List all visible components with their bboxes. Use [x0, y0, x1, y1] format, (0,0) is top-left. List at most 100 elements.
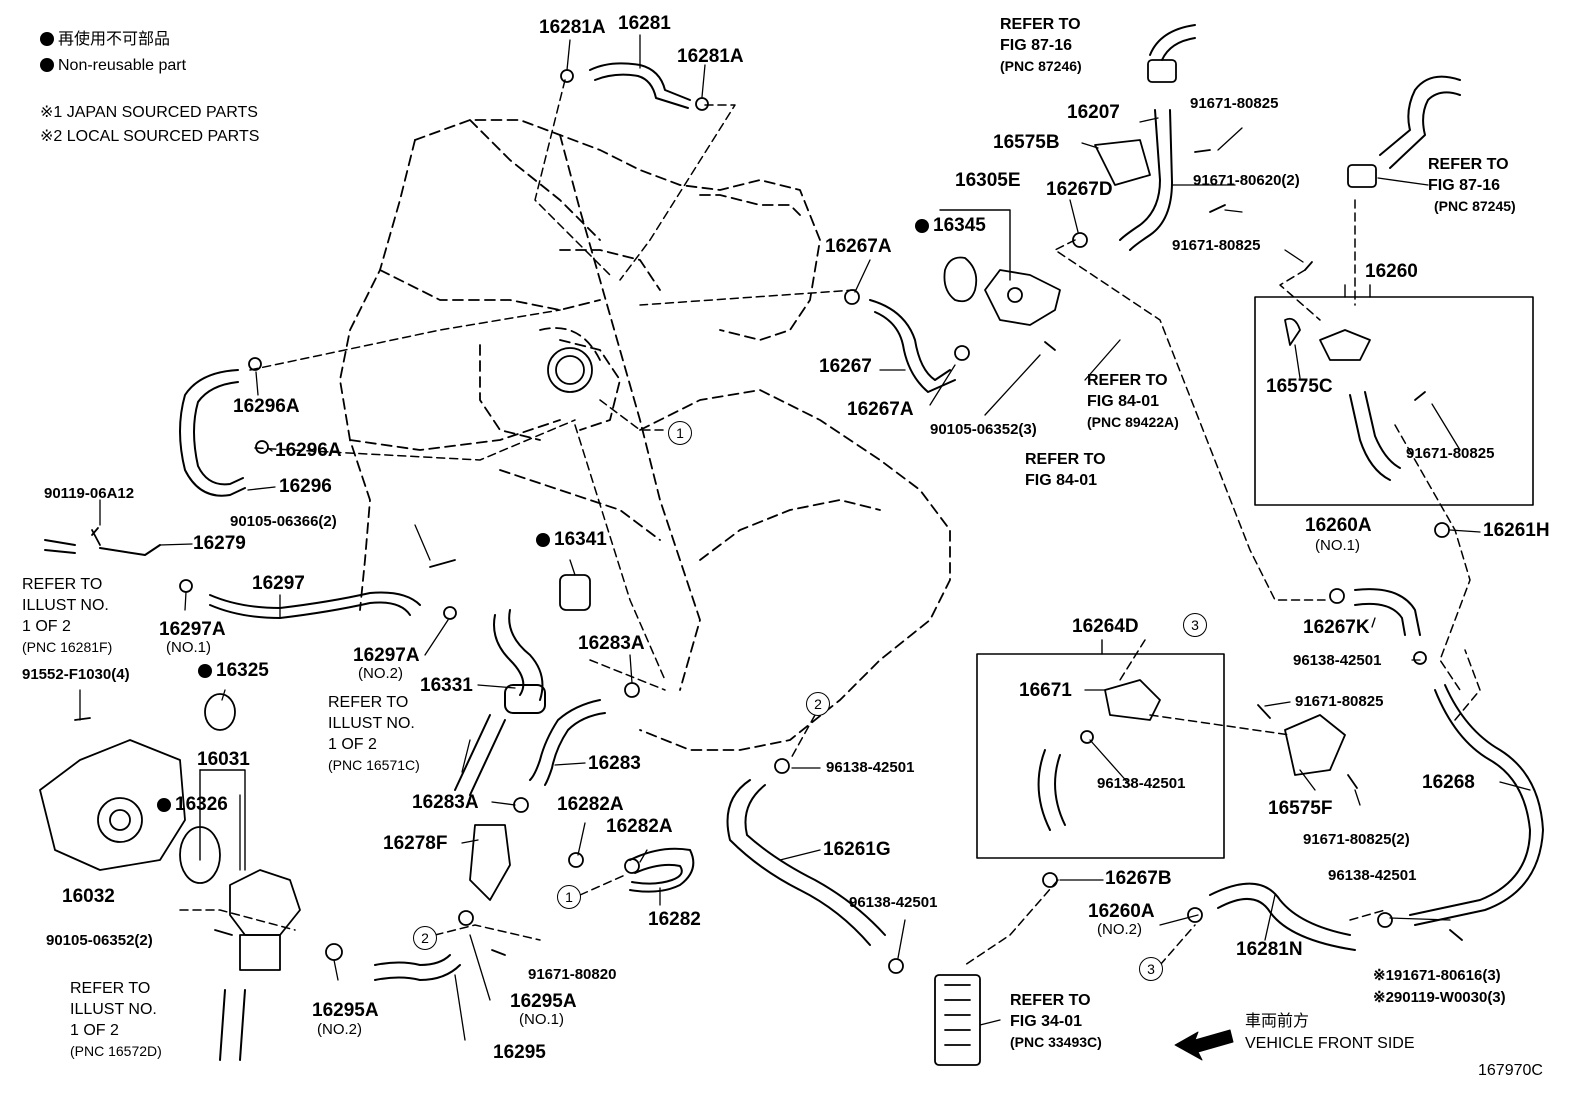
part-label: 16575B — [993, 132, 1060, 153]
brackets — [199, 209, 1371, 871]
part-label: ※290119-W0030(3) — [1373, 989, 1506, 1006]
part-label: 16283 — [588, 753, 641, 774]
part-label: (NO.1) — [1315, 537, 1360, 554]
group-box-16260 — [1254, 296, 1534, 506]
part-label: 16283A — [578, 633, 645, 654]
vehicle-front-jp: 車両前方 — [1245, 1013, 1310, 1030]
part-label: ※191671-80616(3) — [1373, 967, 1501, 984]
part-label: 90119-06A12 — [44, 485, 135, 502]
part-label: 96138-42501 — [1097, 775, 1186, 792]
part-label: 16261H — [1483, 520, 1550, 541]
non-reusable-dot-icon — [157, 798, 171, 812]
figure-id: 167970C — [1478, 1062, 1543, 1079]
marker-2: 2 — [806, 692, 830, 716]
part-label: 16281N — [1236, 939, 1303, 960]
marker-3: 3 — [1139, 957, 1163, 981]
part-label: 16296A — [275, 440, 342, 461]
part-label: 91671-80825 — [1406, 445, 1495, 462]
hoses — [44, 24, 1544, 1061]
part-label: 16267A — [847, 399, 914, 420]
part-label: 91671-80825(2) — [1303, 831, 1410, 848]
part-label: 90105-06366(2) — [230, 513, 337, 530]
legend-note-1: ※1 JAPAN SOURCED PARTS — [40, 104, 258, 121]
part-label: 16267B — [1105, 868, 1172, 889]
part-label: 16260A — [1305, 515, 1372, 536]
non-reusable-dot-icon — [915, 219, 929, 233]
part-label: 16295A — [312, 1000, 379, 1021]
part-label: 16297A — [353, 645, 420, 666]
engine-outline — [339, 119, 951, 751]
part-label: 16297 — [252, 573, 305, 594]
part-label: 16283A — [412, 792, 479, 813]
part-label: 91671-80620(2) — [1193, 172, 1300, 189]
part-label: (NO.2) — [317, 1021, 362, 1038]
part-label: 16278F — [383, 833, 448, 854]
part-label: 16281A — [539, 17, 606, 38]
marker-1: 1 — [557, 885, 581, 909]
non-reusable-dot-icon — [40, 58, 54, 72]
legend-non-reusable-jp: 再使用不可部品 — [40, 31, 170, 49]
part-label: 16575F — [1268, 798, 1333, 819]
non-reusable-dot-icon — [536, 533, 550, 547]
part-label: 91671-80825 — [1190, 95, 1279, 112]
part-label: 16281A — [677, 46, 744, 67]
non-reusable-part-label: 16326 — [157, 795, 228, 815]
marker-3: 3 — [1183, 613, 1207, 637]
part-label: 16331 — [420, 675, 473, 696]
part-label: (NO.2) — [358, 665, 403, 682]
part-label: 16575C — [1266, 376, 1333, 397]
part-label: 96138-42501 — [1293, 652, 1382, 669]
part-label: 16305E — [955, 170, 1021, 191]
part-label: 16260 — [1365, 261, 1418, 282]
legend-note-2: ※2 LOCAL SOURCED PARTS — [40, 128, 260, 145]
vehicle-front-en: VEHICLE FRONT SIDE — [1245, 1035, 1415, 1052]
part-label: (NO.1) — [519, 1011, 564, 1028]
part-label: 16207 — [1067, 102, 1120, 123]
part-label: 96138-42501 — [849, 894, 938, 911]
part-label: 16295 — [493, 1042, 546, 1063]
part-label: 16264D — [1072, 616, 1139, 637]
part-label: (NO.2) — [1097, 921, 1142, 938]
part-label: 90105-06352(2) — [46, 932, 153, 949]
part-label: 16267K — [1303, 617, 1370, 638]
part-label: 91671-80825 — [1172, 237, 1261, 254]
part-label: 16296A — [233, 396, 300, 417]
group-box-16264D — [976, 653, 1225, 859]
part-label: 16267 — [819, 356, 872, 377]
non-reusable-part-label: 16341 — [536, 530, 607, 550]
non-reusable-part-label: 16345 — [915, 216, 986, 236]
non-reusable-dot-icon — [40, 32, 54, 46]
non-reusable-part-label: 16325 — [198, 661, 269, 681]
marker-1: 1 — [668, 421, 692, 445]
components — [39, 59, 1463, 1066]
part-label: 16671 — [1019, 680, 1072, 701]
leader-lines — [179, 79, 1481, 966]
part-label: 16297A — [159, 619, 226, 640]
part-label: 90105-06352(3) — [930, 421, 1037, 438]
part-label: 16031 — [197, 749, 250, 770]
part-label: 16268 — [1422, 772, 1475, 793]
part-label: 91552-F1030(4) — [22, 666, 130, 683]
marker-2: 2 — [413, 926, 437, 950]
part-label: 91671-80825 — [1295, 693, 1384, 710]
part-label: 16279 — [193, 533, 246, 554]
part-label: 16282A — [557, 794, 624, 815]
part-label: 96138-42501 — [826, 759, 915, 776]
legend-non-reusable-en: Non-reusable part — [40, 57, 186, 75]
part-label: (NO.1) — [166, 639, 211, 656]
part-label: 16032 — [62, 886, 115, 907]
part-label: 96138-42501 — [1328, 867, 1417, 884]
part-label: 16296 — [279, 476, 332, 497]
part-label: 16282 — [648, 909, 701, 930]
part-label: 16260A — [1088, 901, 1155, 922]
part-label: 16295A — [510, 991, 577, 1012]
